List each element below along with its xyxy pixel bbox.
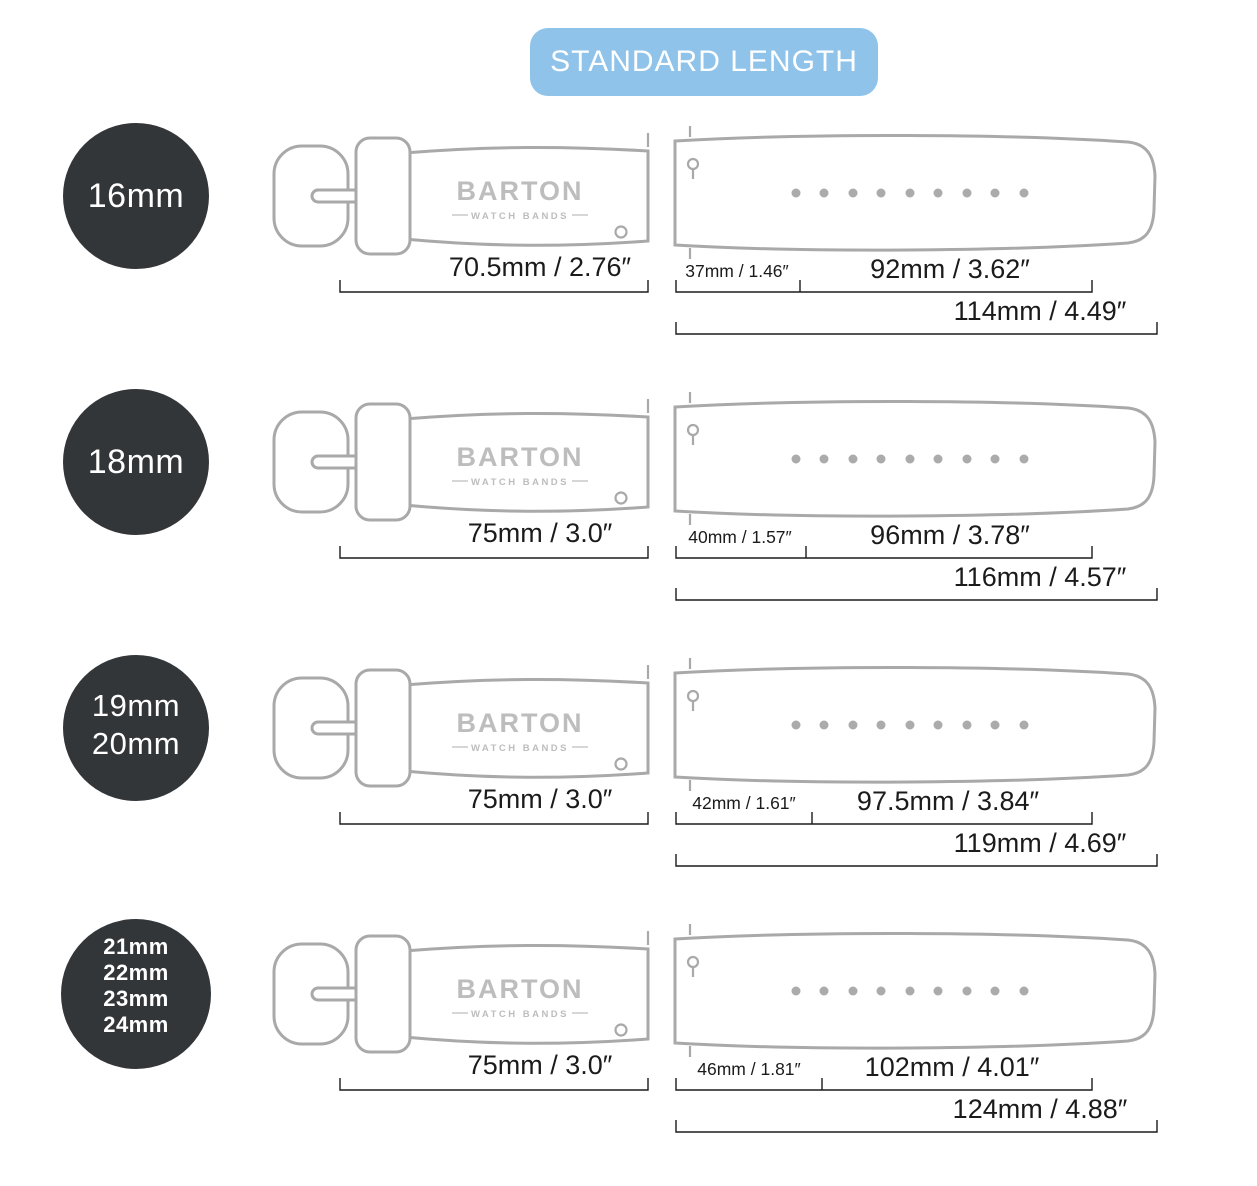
long-side-dimensions: 42mm / 1.61″ 97.5mm / 3.84″ 119mm / 4.69… [675,786,1158,867]
lug-to-first-hole-length: 40mm / 1.57″ [688,527,791,547]
band-width-badge: 16mm [63,123,209,269]
buckle-side-dimension: 75mm / 3.0″ [339,784,649,825]
long-side-drawing [673,124,1157,261]
lug-to-first-hole-length: 42mm / 1.61″ [692,793,795,813]
long-side-drawing [673,922,1157,1059]
band-width-label: 24mm [103,1012,169,1037]
band-width-label: 16mm [88,177,184,215]
size-row-19-20mm: 19mm 20mm 75mm / 3.0″ 42mm / 1.61″ 97.5m… [63,655,1158,867]
long-side-dimensions: 46mm / 1.81″ 102mm / 4.01″ 124mm / 4.88″ [675,1052,1158,1133]
total-length: 116mm / 4.57″ [954,562,1127,592]
buckle-side-dimension: 75mm / 3.0″ [339,1050,649,1091]
buckle-side-drawing [272,131,650,256]
buckle-side-length: 75mm / 3.0″ [468,1050,613,1080]
band-width-label: 23mm [103,986,169,1011]
buckle-side-dimension: 75mm / 3.0″ [339,518,649,559]
long-side-dimensions: 40mm / 1.57″ 96mm / 3.78″ 116mm / 4.57″ [675,520,1158,601]
band-width-badge: 19mm 20mm [63,655,209,801]
buckle-side-length: 75mm / 3.0″ [468,784,613,814]
buckle-side-length: 70.5mm / 2.76″ [449,252,632,282]
buckle-side-dimension: 70.5mm / 2.76″ [339,252,649,293]
total-length: 124mm / 4.88″ [953,1094,1128,1124]
long-side-dimensions: 37mm / 1.46″ 92mm / 3.62″ 114mm / 4.49″ [675,254,1158,335]
buckle-side-drawing [272,929,650,1054]
long-side-drawing [673,390,1157,527]
buckle-side-drawing [272,663,650,788]
buckle-side-length: 75mm / 3.0″ [468,518,613,548]
size-row-21-24mm: 21mm 22mm 23mm 24mm 75mm / 3.0″ 46mm / 1… [61,919,1158,1133]
long-side-drawing [673,656,1157,793]
holes-span-length: 92mm / 3.62″ [870,254,1030,284]
size-row-18mm: 18mm 75mm / 3.0″ 40mm / 1.57″ 96mm / 3.7… [63,389,1158,601]
holes-span-length: 97.5mm / 3.84″ [857,786,1040,816]
total-length: 114mm / 4.49″ [954,296,1127,326]
lug-to-first-hole-length: 46mm / 1.81″ [697,1059,800,1079]
buckle-side-drawing [272,397,650,522]
standard-length-badge: STANDARD LENGTH [530,28,878,96]
size-row-16mm: 16mm 70.5mm / 2.76″ 37mm / 1.46″ 92mm / … [63,123,1158,335]
holes-span-length: 102mm / 4.01″ [865,1052,1040,1082]
band-width-label: 20mm [92,726,180,761]
lug-to-first-hole-length: 37mm / 1.46″ [685,261,788,281]
band-width-badge: 18mm [63,389,209,535]
band-width-label: 22mm [103,960,169,985]
holes-span-length: 96mm / 3.78″ [870,520,1030,550]
header: STANDARD LENGTH [0,0,1257,120]
band-width-label: 18mm [88,443,184,481]
band-width-label: 19mm [92,688,180,723]
band-width-label: 21mm [103,934,169,959]
total-length: 119mm / 4.69″ [954,828,1127,858]
band-width-badge: 21mm 22mm 23mm 24mm [61,919,211,1069]
